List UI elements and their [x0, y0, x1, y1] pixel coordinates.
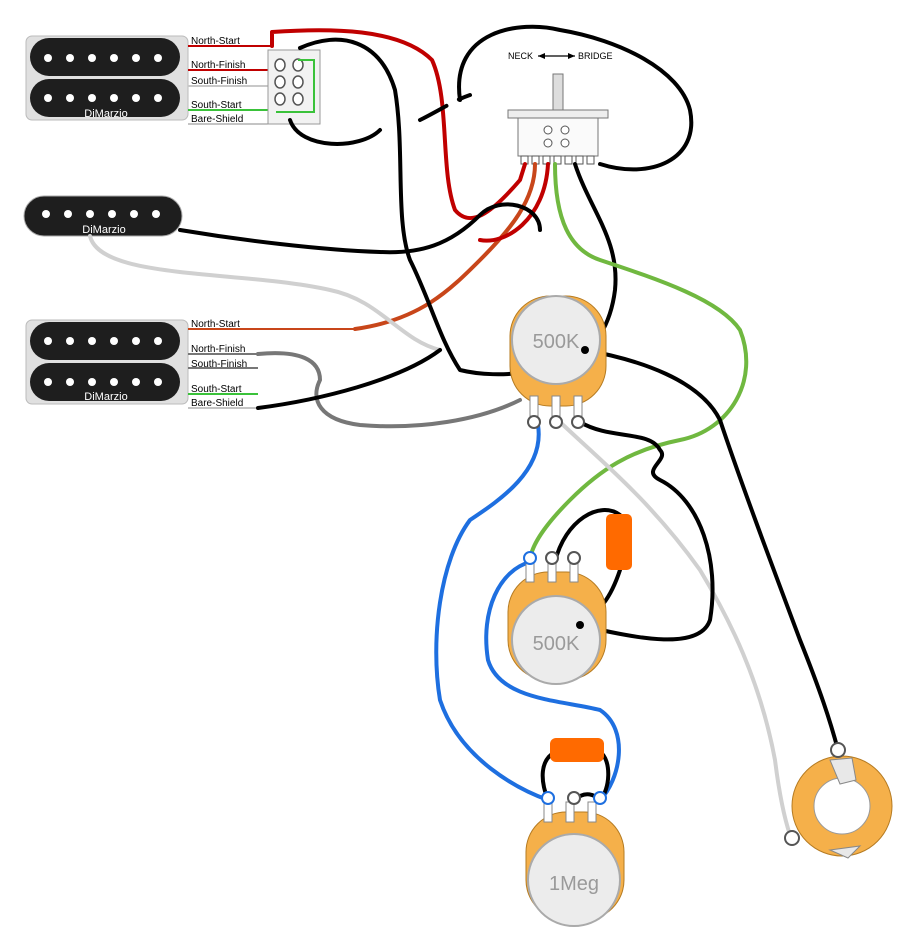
pot-top-value: 500K [533, 331, 580, 353]
neck-lead-south-finish: South-Finish [191, 76, 247, 87]
pickup-bridge: DiMarzio [25, 319, 189, 405]
pickup-bridge-leads: North-Start North-Finish South-Finish So… [188, 319, 355, 409]
tone-capacitor-1 [606, 514, 632, 570]
selector-bridge-label: BRIDGE [578, 51, 613, 61]
wires [88, 24, 840, 837]
bridge-lead-bare-shield: Bare-Shield [191, 398, 243, 409]
output-jack [784, 742, 893, 859]
pot-middle: 500K [507, 551, 607, 685]
pot-middle-value: 500K [533, 633, 580, 655]
selector-switch: NECK BRIDGE [507, 51, 613, 165]
neck-lead-south-start: South-Start [191, 100, 242, 111]
pickup-middle-brand: DiMarzio [82, 224, 125, 236]
bridge-lead-north-finish: North-Finish [191, 344, 245, 355]
neck-lead-north-finish: North-Finish [191, 60, 245, 71]
pickup-neck-brand: DiMarzio [84, 108, 127, 120]
pot-bottom-value: 1Meg [549, 873, 599, 895]
coil-split-switch [267, 49, 321, 125]
tone-capacitor-2 [550, 738, 604, 762]
pickup-bridge-brand: DiMarzio [84, 391, 127, 403]
neck-lead-bare-shield: Bare-Shield [191, 114, 243, 125]
pickup-neck: DiMarzio [25, 35, 189, 121]
neck-lead-north-start: North-Start [191, 36, 240, 47]
bridge-lead-north-start: North-Start [191, 319, 240, 330]
pickup-neck-leads: North-Start North-Finish South-Finish So… [188, 36, 280, 125]
bridge-lead-south-start: South-Start [191, 384, 242, 395]
pot-top: 500K [509, 295, 607, 429]
bridge-lead-south-finish: South-Finish [191, 359, 247, 370]
pot-bottom: 1Meg [525, 791, 625, 927]
selector-neck-label: NECK [508, 51, 533, 61]
pickup-middle: DiMarzio [23, 195, 183, 237]
